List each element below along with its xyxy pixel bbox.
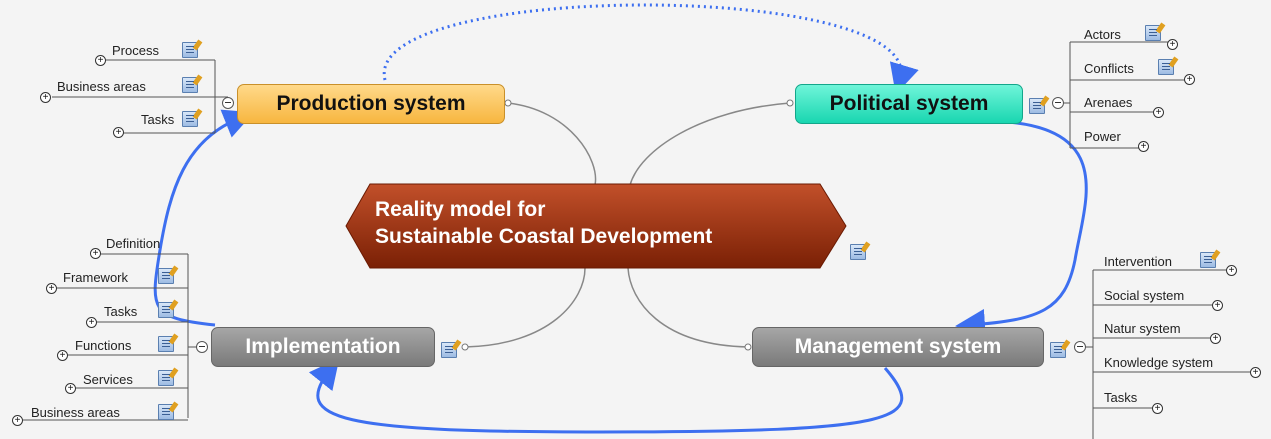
subtopic-definition[interactable]: Definition [106, 236, 161, 251]
collapse-icon[interactable] [1074, 341, 1086, 353]
subtopic-process[interactable]: Process [112, 43, 159, 58]
note-icon[interactable] [182, 77, 198, 93]
subtopic-business-areas[interactable]: Business areas [57, 79, 146, 94]
subtopic-conflicts[interactable]: Conflicts [1084, 61, 1134, 76]
expand-icon[interactable]: + [40, 92, 51, 103]
subtopic-intervention[interactable]: Intervention [1104, 254, 1172, 269]
expand-icon[interactable]: + [113, 127, 124, 138]
subtopic-tasks[interactable]: Tasks [141, 112, 175, 127]
topic-label: Production system [276, 92, 466, 115]
relationship-arrow-right [955, 119, 1088, 339]
central-topic[interactable]: Reality model for Sustainable Coastal De… [375, 196, 712, 250]
note-icon[interactable] [182, 111, 198, 127]
collapse-icon[interactable] [222, 97, 234, 109]
subtopic-functions[interactable]: Functions [75, 338, 132, 353]
topic-implementation[interactable]: Implementation [211, 327, 435, 367]
expand-icon[interactable]: + [1152, 403, 1163, 414]
note-icon[interactable] [158, 370, 174, 386]
relationship-arrow-bottom [308, 358, 904, 434]
note-icon[interactable] [158, 268, 174, 284]
note-icon[interactable] [158, 336, 174, 352]
topic-production-system[interactable]: Production system [237, 84, 505, 124]
subtopic-power[interactable]: Power [1084, 129, 1121, 144]
expand-icon[interactable]: + [1210, 333, 1221, 344]
subtopic-tasks[interactable]: Tasks [1104, 390, 1138, 405]
subtopic-tasks[interactable]: Tasks [104, 304, 138, 319]
connector-political [629, 102, 791, 186]
expand-icon[interactable]: + [86, 317, 97, 328]
subtopic-arenaes[interactable]: Arenaes [1084, 95, 1133, 110]
management-tree-lines [1083, 269, 1256, 439]
expand-icon[interactable]: + [1153, 107, 1164, 118]
expand-icon[interactable]: + [65, 383, 76, 394]
note-icon[interactable] [158, 404, 174, 420]
note-icon[interactable] [1158, 59, 1174, 75]
political-tree-lines [1060, 41, 1190, 149]
connector-production [507, 102, 597, 186]
note-icon[interactable] [441, 342, 457, 358]
expand-icon[interactable]: + [1167, 39, 1178, 50]
topic-management-system[interactable]: Management system [752, 327, 1044, 367]
note-icon[interactable] [158, 302, 174, 318]
relationship-arrow-left [153, 109, 254, 327]
subtopic-knowledge-system[interactable]: Knowledge system [1104, 355, 1214, 370]
central-title-line1: Reality model for [375, 198, 546, 221]
subtopic-services[interactable]: Services [83, 372, 133, 387]
central-topic-shape[interactable] [345, 183, 847, 269]
subtopic-actors[interactable]: Actors [1084, 27, 1121, 42]
note-icon[interactable] [1029, 98, 1045, 114]
collapse-icon[interactable] [196, 341, 208, 353]
collapse-icon[interactable] [1052, 97, 1064, 109]
expand-icon[interactable]: + [95, 55, 106, 66]
relationship-arrow-top [383, 3, 919, 95]
topic-label: Management system [794, 335, 1002, 358]
note-icon[interactable] [850, 244, 866, 260]
topic-political-system[interactable]: Political system [795, 84, 1023, 124]
expand-icon[interactable]: + [1212, 300, 1223, 311]
connector-management [627, 267, 749, 348]
production-tree-lines [52, 59, 228, 134]
note-icon[interactable] [1200, 252, 1216, 268]
note-icon[interactable] [182, 42, 198, 58]
expand-icon[interactable]: + [1184, 74, 1195, 85]
connector-implementation [464, 267, 586, 348]
expand-icon[interactable]: + [12, 415, 23, 426]
expand-icon[interactable]: + [90, 248, 101, 259]
topic-label: Implementation [245, 335, 401, 358]
expand-icon[interactable]: + [1138, 141, 1149, 152]
expand-icon[interactable]: + [1250, 367, 1261, 378]
subtopic-framework[interactable]: Framework [63, 270, 129, 285]
expand-icon[interactable]: + [1226, 265, 1237, 276]
subtopic-business-areas[interactable]: Business areas [31, 405, 120, 420]
note-icon[interactable] [1050, 342, 1066, 358]
expand-icon[interactable]: + [57, 350, 68, 361]
central-title-line2: Sustainable Coastal Development [375, 225, 713, 248]
note-icon[interactable] [1145, 25, 1161, 41]
expand-icon[interactable]: + [46, 283, 57, 294]
subtopic-natur-system[interactable]: Natur system [1104, 321, 1181, 336]
topic-label: Political system [829, 92, 989, 115]
subtopic-social-system[interactable]: Social system [1104, 288, 1185, 303]
implementation-tree-lines [18, 253, 198, 421]
